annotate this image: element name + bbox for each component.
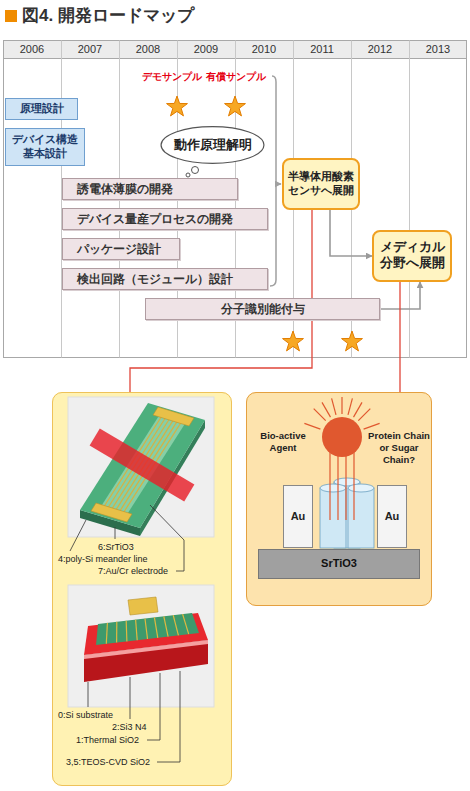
electrode-box: Au — [377, 485, 407, 548]
thought-dot — [192, 167, 199, 174]
node-label: Au — [378, 510, 406, 524]
year-gridline — [62, 41, 410, 358]
milestone-star — [225, 96, 246, 116]
electrode-pad — [128, 597, 158, 615]
thought-dot — [186, 173, 190, 177]
milestone-star — [283, 331, 304, 351]
electrode-pad — [153, 407, 194, 426]
figure-panel: 6:SrTiO34:poly-Si meander line7:Au/Cr el… — [52, 392, 232, 786]
bio-agent — [322, 417, 362, 457]
substrate-bar: SrTiO3 — [258, 549, 420, 579]
goal-box: 半導体用酸素 センサへ展開 — [282, 158, 360, 210]
year-label: 2010 — [235, 40, 293, 58]
cylinder — [320, 484, 346, 492]
task-bar: 分子識別能付与 — [145, 298, 380, 320]
panel-ground — [52, 392, 232, 786]
part-label: 4:poly-Si meander line — [58, 554, 148, 565]
photo-frame — [68, 585, 214, 707]
roadmap-frame — [4, 41, 467, 358]
heater-band — [90, 428, 195, 501]
meander-line — [106, 614, 188, 644]
node-label: デバイス構造 基本設計 — [10, 133, 80, 161]
year-label: 2011 — [293, 40, 351, 58]
srtio3-film — [96, 613, 199, 645]
connector-arrow — [330, 210, 372, 256]
milestone-label: デモサンプル — [137, 70, 207, 84]
node-label: 半導体用酸素 センサへ展開 — [287, 170, 355, 198]
task-bar: デバイス量産プロセスの開発 — [62, 208, 268, 230]
part-label: Protein Chain or Sugar Chain? — [368, 430, 430, 466]
bracket — [270, 76, 276, 286]
part-label: 0:Si substrate — [58, 710, 113, 721]
task-bar: 検出回路（モジュール）設計 — [62, 268, 268, 290]
goal-box: メディカル 分野へ展開 — [372, 230, 452, 282]
node-label: SrTiO3 — [259, 557, 419, 571]
panel-ground — [246, 392, 432, 606]
node-label: 動作原理解明 — [170, 137, 255, 153]
electrode-box: Au — [283, 485, 313, 548]
figure-title: 図4. 開発ロードマップ — [22, 5, 194, 27]
task-bar: パッケージ設計 — [62, 238, 180, 260]
substrate-top — [80, 403, 205, 528]
part-label: 7:Au/Cr electrode — [98, 566, 168, 577]
year-label: 2012 — [351, 40, 409, 58]
node-label: メディカル 分野へ展開 — [377, 240, 447, 271]
part-label: 2:Si3 N4 — [112, 722, 147, 733]
year-label: 2007 — [61, 40, 119, 58]
electrode-pad — [91, 503, 132, 522]
part-label: 1:Thermal SiO2 — [76, 735, 139, 746]
part-label: 6:SrTiO3 — [98, 542, 134, 553]
phase-box: デバイス構造 基本設計 — [5, 128, 85, 166]
cylinder — [348, 484, 374, 492]
milestone-label: 有償サンプル — [201, 70, 271, 84]
figure-panel: Bio-active Agent Protein Chain or Sugar C… — [246, 392, 432, 606]
node-label: 原理設計 — [10, 102, 73, 116]
binding-line — [330, 452, 354, 520]
year-label: 2009 — [177, 40, 235, 58]
node-label: 検出回路（モジュール）設計 — [77, 272, 253, 286]
node-label: Au — [284, 510, 312, 524]
node-label: 誘電体薄膜の開発 — [77, 182, 223, 196]
substrate-side — [84, 640, 208, 682]
node-label: 分子識別能付与 — [160, 302, 365, 316]
year-label: 2008 — [119, 40, 177, 58]
node-label: デバイス量産プロセスの開発 — [77, 212, 253, 226]
milestone-star — [342, 331, 363, 351]
node-label: パッケージ設計 — [77, 242, 165, 256]
bracket-arrow — [276, 183, 281, 185]
year-label: 2013 — [409, 40, 467, 58]
task-bar: 誘電体薄膜の開発 — [62, 178, 238, 200]
title-marker — [5, 10, 17, 22]
phase-box: 原理設計 — [5, 98, 78, 120]
part-label: 3,5:TEOS-CVD SiO2 — [66, 757, 150, 768]
connector-arrow — [399, 282, 400, 392]
cylinder — [320, 488, 346, 548]
thought-bubble: 動作原理解明 — [160, 125, 265, 165]
part-label: Bio-active Agent — [254, 430, 312, 454]
cylinder — [348, 488, 374, 548]
bubble-outline — [161, 127, 264, 164]
milestone-star — [167, 96, 188, 116]
year-label: 2006 — [3, 40, 61, 58]
photo-frame — [68, 397, 214, 537]
